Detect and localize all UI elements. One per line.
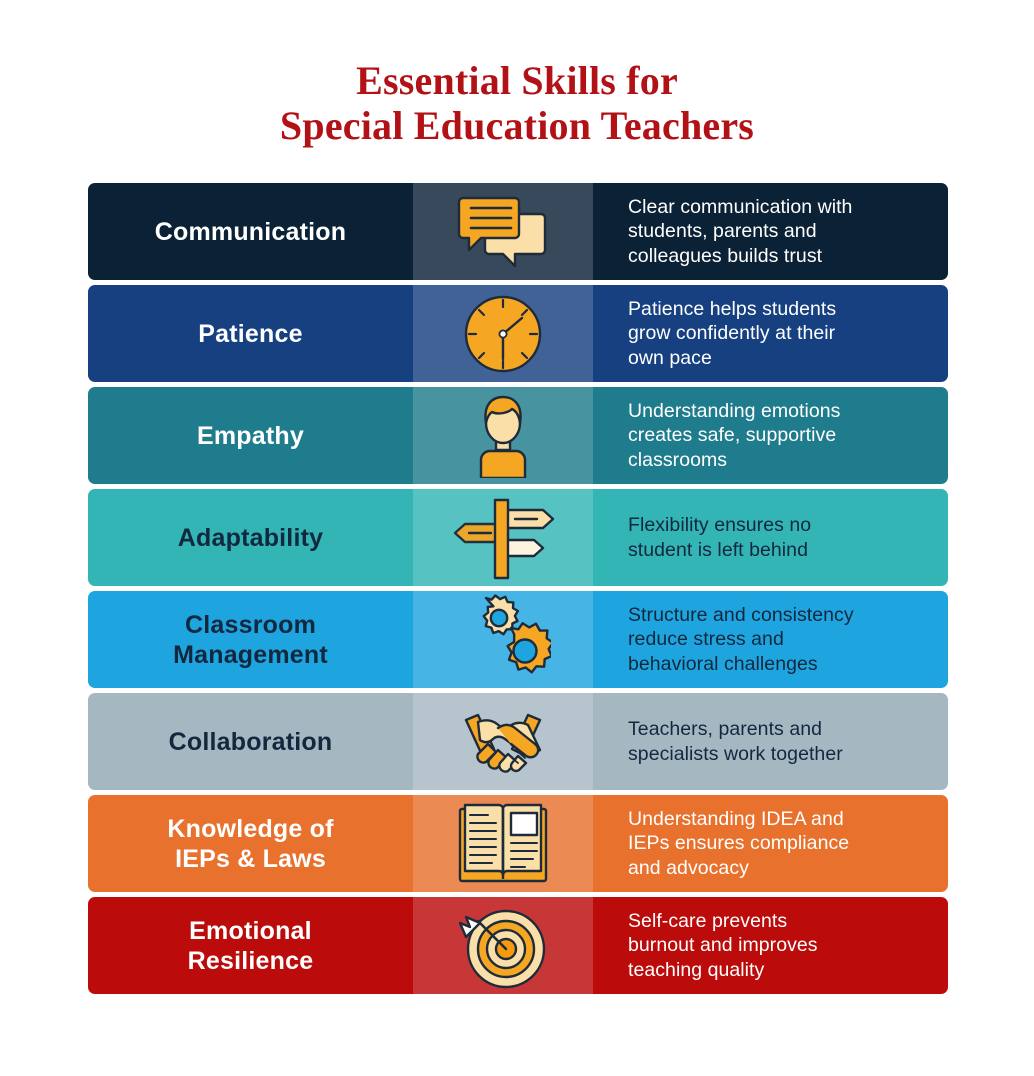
- skill-icon-cell: [413, 183, 593, 280]
- skill-description: Flexibility ensures no student is left b…: [628, 514, 812, 561]
- skill-name: Classroom Management: [173, 610, 328, 669]
- skill-icon-cell: [413, 591, 593, 688]
- skill-description: Understanding IDEA and IEPs ensures comp…: [628, 807, 850, 879]
- handshake-icon: [464, 713, 542, 773]
- skill-row: Empathy Understanding emotions creates s…: [88, 387, 948, 484]
- title-line-2: Special Education Teachers: [279, 103, 755, 148]
- clock-icon: [464, 295, 542, 372]
- skill-description: Teachers, parents and specialists work t…: [628, 718, 843, 765]
- skill-description-cell: Flexibility ensures no student is left b…: [593, 489, 948, 586]
- skill-icon-cell: [413, 693, 593, 790]
- skill-icon-cell: [413, 897, 593, 994]
- gears-icon: [482, 593, 551, 673]
- skill-name-cell: Empathy: [88, 387, 413, 484]
- skill-name-cell: Collaboration: [88, 693, 413, 790]
- skill-name: Communication: [154, 217, 347, 246]
- title-line-1: Essential Skills for: [356, 58, 678, 103]
- skill-icon-cell: [413, 489, 593, 586]
- signpost-icon: [453, 498, 555, 579]
- skill-icon-cell: [413, 285, 593, 382]
- skill-name: Empathy: [197, 421, 304, 450]
- skill-name-cell: Patience: [88, 285, 413, 382]
- skill-description: Structure and consistency reduce stress …: [628, 603, 854, 675]
- skill-icon-cell: [413, 387, 593, 484]
- skill-description-cell: Teachers, parents and specialists work t…: [593, 693, 948, 790]
- skill-name: Collaboration: [168, 727, 333, 756]
- skill-row: Collaboration Teachers, parents and spec…: [88, 693, 948, 790]
- skill-description: Self-care prevents burnout and improves …: [628, 909, 818, 981]
- skills-list: Communication Clear communication with s…: [88, 183, 948, 994]
- skill-name: Knowledge of IEPs & Laws: [167, 814, 334, 873]
- skill-row: Patience Patience helps students grow co…: [88, 285, 948, 382]
- skill-description: Understanding emotions creates safe, sup…: [628, 399, 841, 471]
- skill-name-cell: Knowledge of IEPs & Laws: [88, 795, 413, 892]
- target-arrow-icon: [458, 909, 546, 988]
- skill-row: Communication Clear communication with s…: [88, 183, 948, 280]
- skill-description-cell: Self-care prevents burnout and improves …: [593, 897, 948, 994]
- skill-name-cell: Communication: [88, 183, 413, 280]
- skill-name-cell: Adaptability: [88, 489, 413, 586]
- skill-description-cell: Understanding IDEA and IEPs ensures comp…: [593, 795, 948, 892]
- open-book-icon: [458, 803, 548, 882]
- skill-name: Adaptability: [177, 523, 324, 552]
- page-title: Essential Skills for Special Education T…: [0, 58, 1034, 148]
- skill-description-cell: Structure and consistency reduce stress …: [593, 591, 948, 688]
- skill-row: Knowledge of IEPs & Laws Understanding I: [88, 795, 948, 892]
- skill-name-cell: Emotional Resilience: [88, 897, 413, 994]
- skill-icon-cell: [413, 795, 593, 892]
- skill-name-cell: Classroom Management: [88, 591, 413, 688]
- skill-description: Clear communication with students, paren…: [628, 195, 853, 267]
- skill-row: Emotional Resilience Self-care prevents …: [88, 897, 948, 994]
- person-bust-icon: [479, 395, 527, 478]
- skill-row: Adaptability Flexibility ensures no stud…: [88, 489, 948, 586]
- skill-name: Patience: [198, 319, 303, 348]
- skill-name: Emotional Resilience: [187, 916, 314, 975]
- skill-row: Classroom Management Structure and consi…: [88, 591, 948, 688]
- skill-description-cell: Understanding emotions creates safe, sup…: [593, 387, 948, 484]
- skill-description: Patience helps students grow confidently…: [628, 297, 837, 369]
- skill-description-cell: Clear communication with students, paren…: [593, 183, 948, 280]
- skill-description-cell: Patience helps students grow confidently…: [593, 285, 948, 382]
- speech-bubbles-icon: [457, 196, 547, 267]
